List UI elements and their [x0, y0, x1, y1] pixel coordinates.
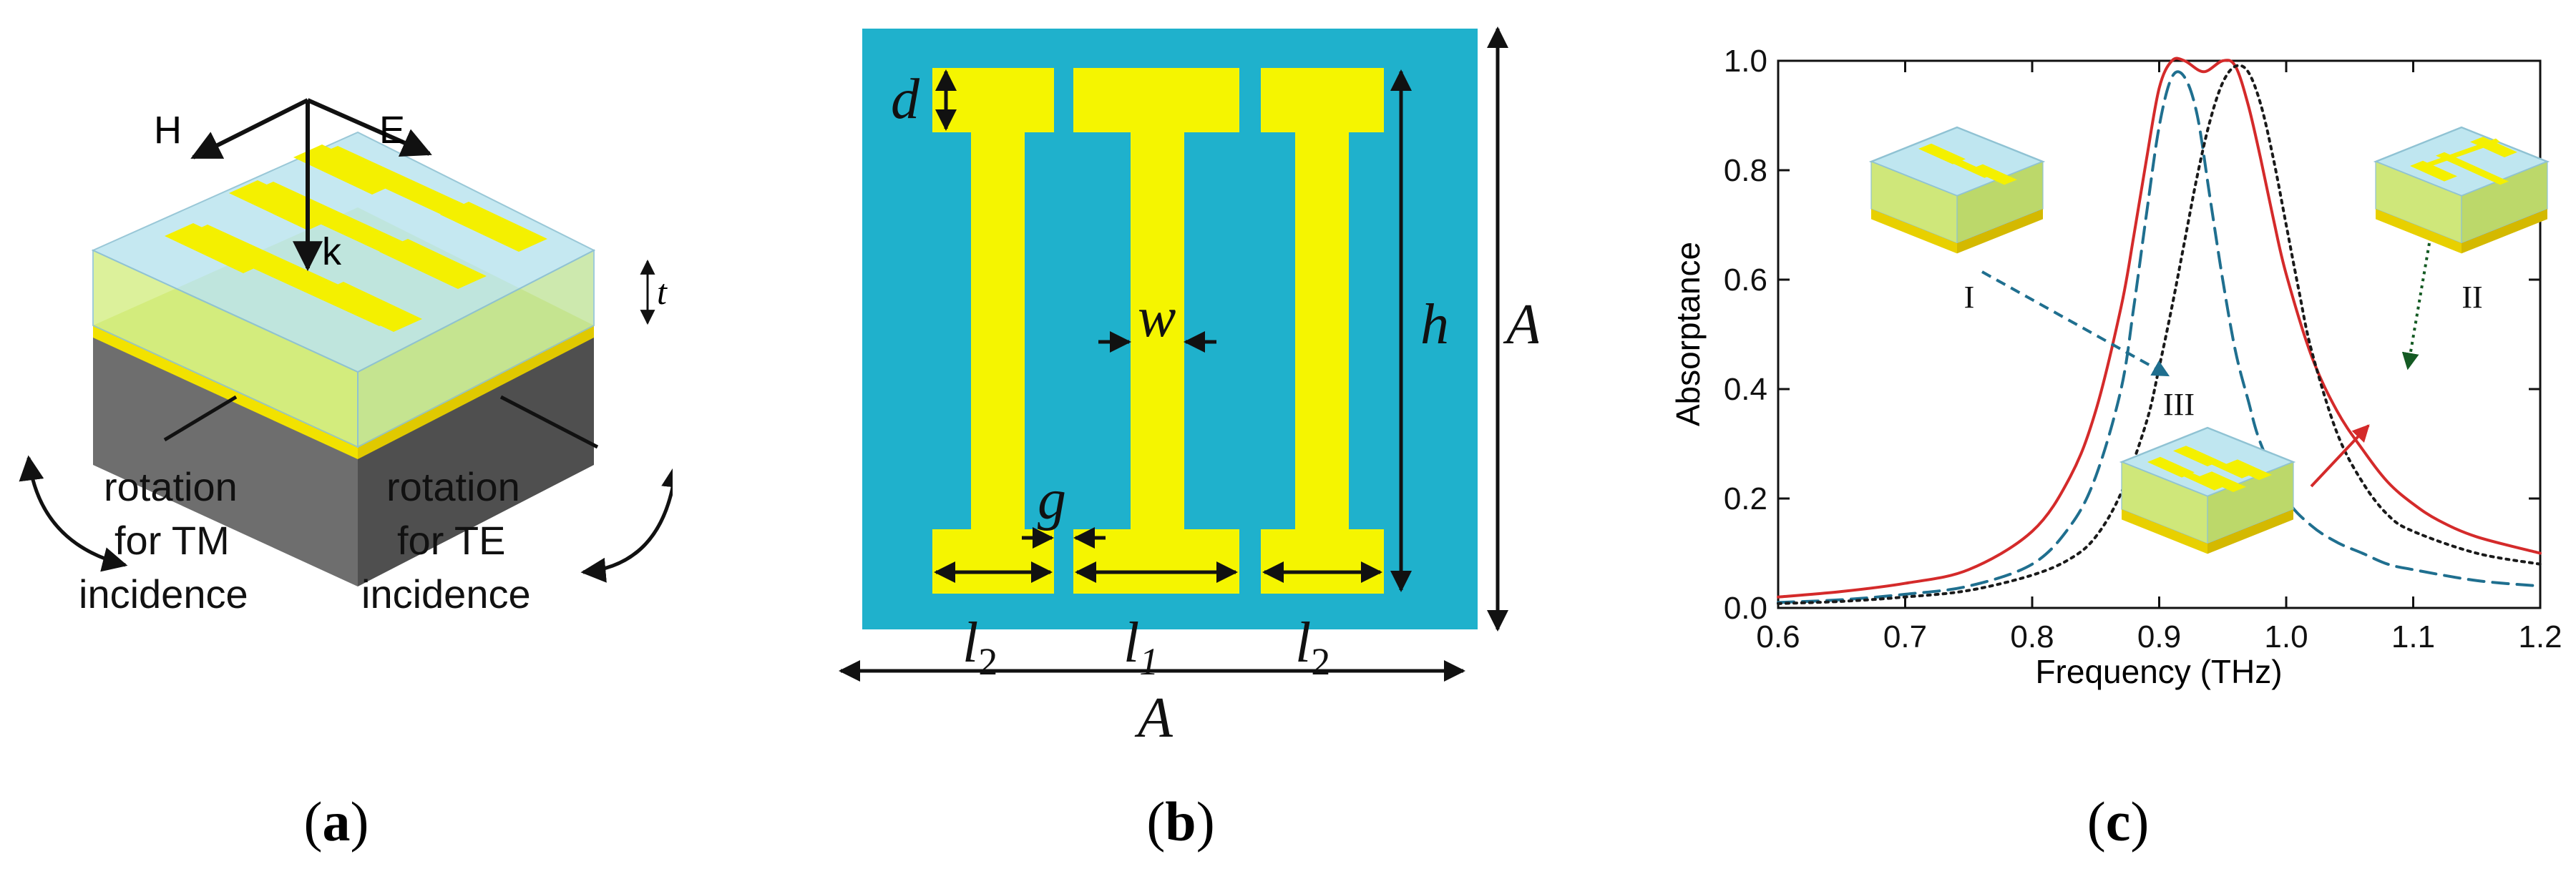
data-series: [1777, 57, 2542, 605]
dimension-a-right-label: A: [1503, 293, 1538, 356]
svg-text:for TE: for TE: [397, 518, 505, 563]
series-line-solid: [1777, 57, 2542, 599]
rotation-tm-label: rotation for TM incidence: [79, 464, 248, 617]
inset-structure-iii: [2120, 426, 2295, 555]
y-tick-label: 1.0: [1724, 44, 1767, 79]
dimension-arrows: [839, 26, 1508, 682]
svg-text:incidence: incidence: [79, 571, 248, 617]
dimension-l1-label: l1: [1123, 612, 1158, 683]
dimension-l2-left-label: l2: [962, 612, 997, 683]
pointer-arrow-i: [1981, 270, 2170, 377]
x-tick-label: 0.7: [1883, 619, 1927, 654]
x-tick-label: 1.2: [2518, 619, 2562, 654]
y-tick-label: 0.2: [1724, 481, 1767, 516]
inset-label-ii: II: [2462, 280, 2482, 315]
k-vector-label: k: [322, 230, 342, 273]
resonator-geometry-diagram: d w h g A A l2 l1 l2 (b): [839, 26, 1538, 853]
y-tick-label: 0.6: [1724, 262, 1767, 298]
dimension-l2-right-label: l2: [1295, 612, 1330, 683]
pointer-arrow-ii: [2401, 242, 2431, 370]
rotation-te-label: rotation for TE incidence: [361, 464, 531, 617]
x-tick-label: 0.8: [2010, 619, 2054, 654]
field-axes: [190, 98, 432, 272]
x-tick-label: 0.6: [1756, 619, 1800, 654]
e-field-label: E: [379, 109, 405, 152]
dimension-w-label: w: [1138, 286, 1176, 349]
caption-a: (a): [304, 790, 369, 853]
x-tick-label: 0.9: [2137, 619, 2181, 654]
substrate-left-face: [93, 336, 358, 586]
y-tick-label: 0.0: [1724, 591, 1767, 626]
caption-b: (b): [1146, 790, 1214, 853]
svg-text:incidence: incidence: [361, 571, 531, 617]
ground-plane-left-edge: [93, 325, 358, 459]
inset-label-i: I: [1964, 280, 1975, 315]
caption-c: (c): [2087, 790, 2150, 853]
dimension-a-bottom-label: A: [1134, 687, 1174, 750]
x-axis-label: Frequency (THz): [2035, 653, 2282, 690]
axis-ticks: [1777, 59, 2542, 609]
tick-labels: 0.6 0.7 0.8 0.9 1.0 1.1 1.2 0.0 0.2 0.4 0.6 0.8 1.0: [1724, 44, 2562, 654]
dimension-d-label: d: [891, 68, 920, 131]
y-axis-label: Absorptance: [1669, 242, 1707, 426]
series-line-dashed: [1777, 70, 2542, 604]
series-line-dotted: [1777, 64, 2542, 605]
panel-a-unit-cell-3d: H E k t rotation for TM incidence rotati…: [0, 0, 673, 874]
h-field-label: H: [154, 109, 182, 152]
dimension-g-label: g: [1038, 468, 1066, 531]
substrate-right-face: [358, 336, 594, 586]
y-tick-label: 0.4: [1724, 372, 1767, 407]
y-tick-label: 0.8: [1724, 153, 1767, 188]
inset-structure-ii: [2374, 126, 2549, 255]
unit-cell-3d-diagram: H E k t rotation for TM incidence rotati…: [19, 98, 673, 853]
ground-plane-right-edge: [358, 325, 594, 459]
svg-text:rotation: rotation: [104, 464, 238, 509]
thickness-label: t: [657, 272, 668, 312]
svg-text:for TM: for TM: [114, 518, 230, 563]
rotation-arrows: [19, 395, 673, 583]
svg-text:rotation: rotation: [386, 464, 520, 509]
pointer-arrow-iii: [2310, 424, 2370, 488]
dielectric-top-face: [91, 131, 596, 373]
inset-label-iii: III: [2163, 387, 2195, 422]
resonator-pattern: [165, 144, 547, 332]
x-tick-label: 1.0: [2264, 619, 2308, 654]
panel-b-geometry: d w h g A A l2 l1 l2 (b): [823, 0, 1538, 874]
inset-structure-i: [1870, 126, 2044, 255]
dimension-h-label: h: [1420, 293, 1449, 356]
x-tick-label: 1.1: [2391, 619, 2435, 654]
